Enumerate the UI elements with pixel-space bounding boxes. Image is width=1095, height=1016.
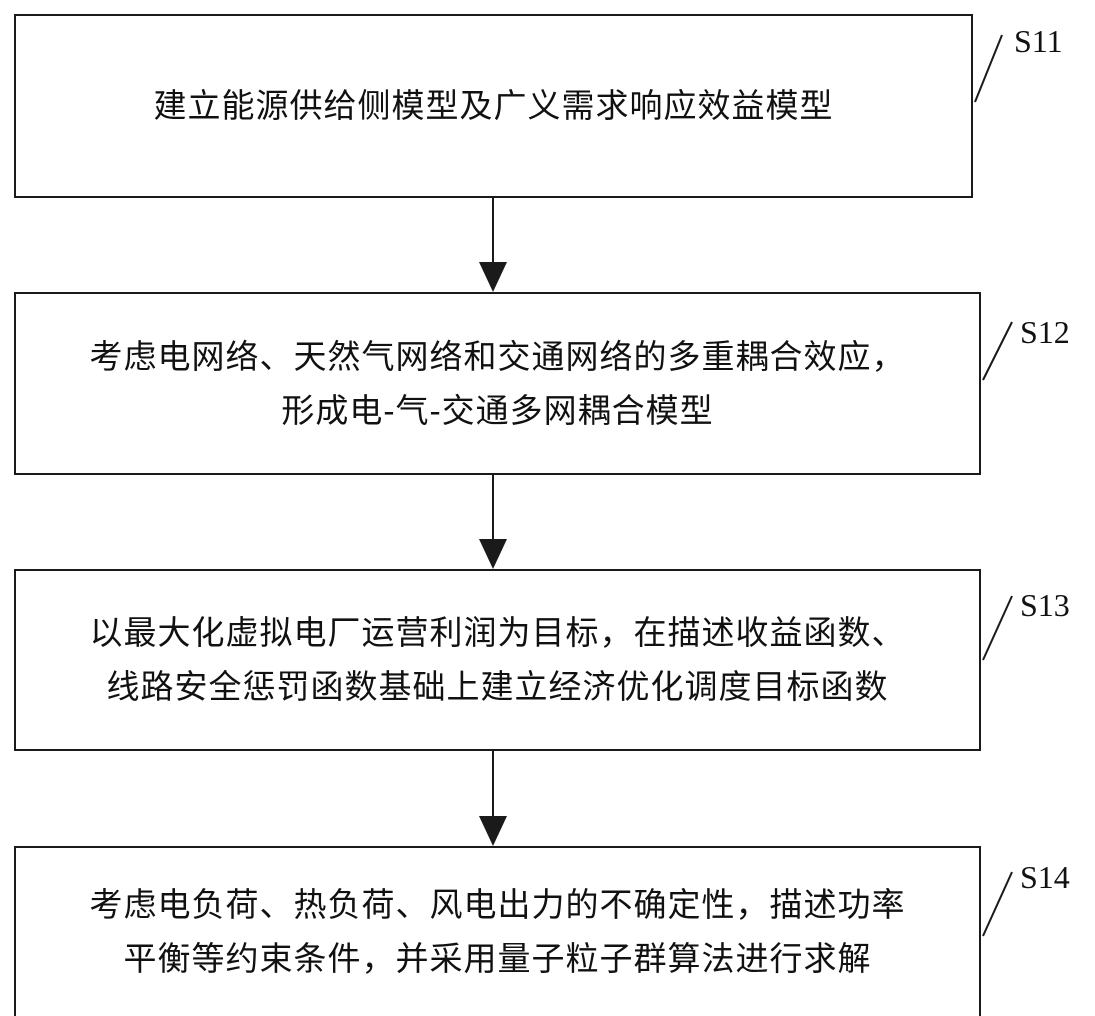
step-box-s11: 建立能源供给侧模型及广义需求响应效益模型: [14, 14, 973, 198]
leader-line-s13: [982, 595, 1013, 661]
step-label-s14: S14: [1020, 859, 1070, 895]
step-s13-text-line-2: 线路安全惩罚函数基础上建立经济优化调度目标函数: [106, 667, 889, 706]
step-s13-text-line-1: 以最大化虚拟电厂运营利润为目标，在描述收益函数、: [89, 613, 906, 652]
step-label-s13: S13: [1020, 587, 1070, 623]
step-box-s12: 考虑电网络、天然气网络和交通网络的多重耦合效应， 形成电-气-交通多网耦合模型: [14, 292, 981, 475]
step-s11-text-line-1: 建立能源供给侧模型及广义需求响应效益模型: [153, 86, 834, 125]
step-box-s13: 以最大化虚拟电厂运营利润为目标，在描述收益函数、 线路安全惩罚函数基础上建立经济…: [14, 569, 981, 751]
connectors-layer: [479, 34, 1013, 937]
step-label-s11: S11: [1014, 23, 1063, 59]
arrow-s12-to-s13-head: [479, 539, 507, 569]
leader-line-s12: [982, 321, 1013, 381]
leader-line-s14: [982, 871, 1013, 937]
step-s12-text-line-1: 考虑电网络、天然气网络和交通网络的多重耦合效应，: [89, 336, 906, 376]
step-s12-text-line-2: 形成电-气-交通多网耦合模型: [281, 390, 714, 430]
arrow-s11-to-s12-head: [479, 262, 507, 292]
arrow-s13-to-s14-head: [479, 816, 507, 846]
step-s14-text-line-1: 考虑电负荷、热负荷、风电出力的不确定性，描述功率: [89, 885, 906, 924]
step-box-s14: 考虑电负荷、热负荷、风电出力的不确定性，描述功率 平衡等约束条件，并采用量子粒子…: [14, 846, 981, 1016]
leader-line-s11: [974, 34, 1003, 103]
step-s14-text-line-2: 平衡等约束条件，并采用量子粒子群算法进行求解: [123, 939, 872, 978]
step-label-s12: S12: [1020, 314, 1070, 350]
